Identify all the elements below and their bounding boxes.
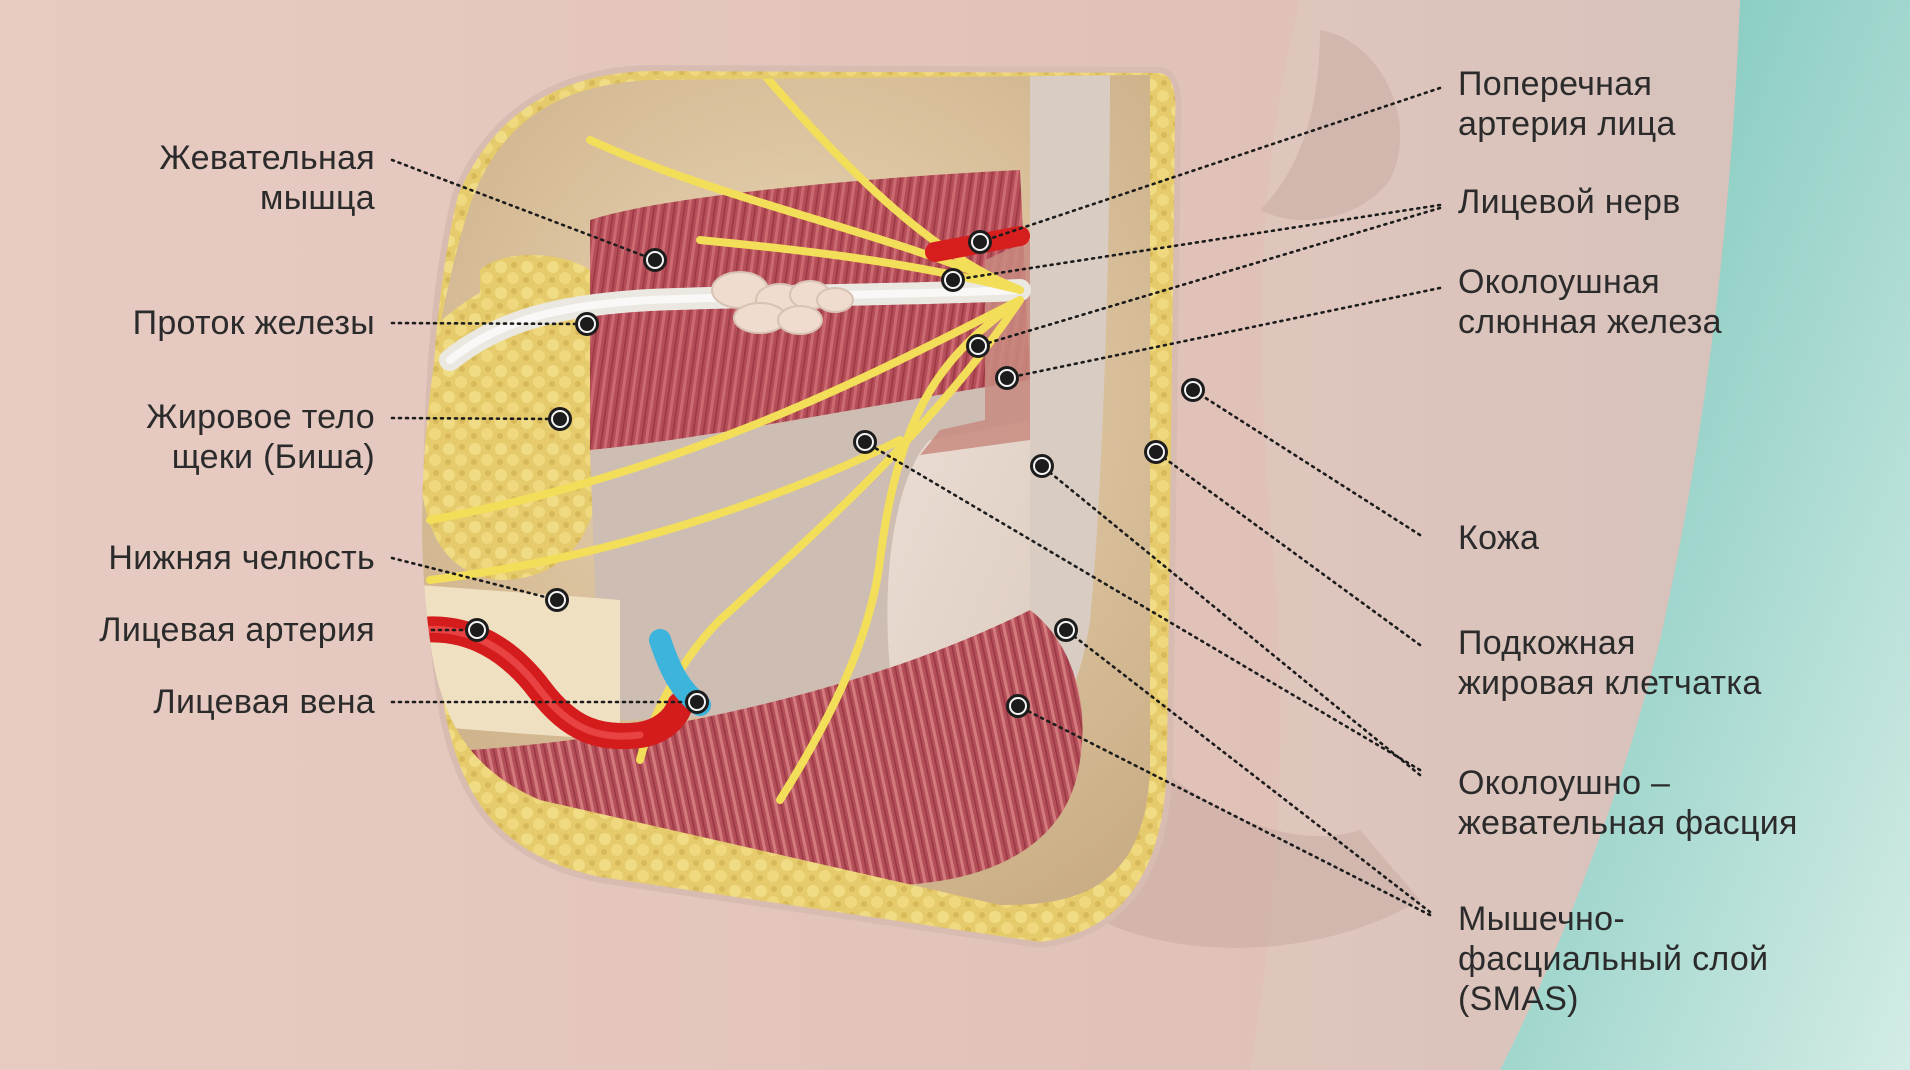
pointer-marker <box>575 312 599 336</box>
label-line: жировая клетчатка <box>1458 664 1762 702</box>
pointer-marker <box>685 690 709 714</box>
leader-line-fascia-1 <box>863 440 1422 772</box>
smas-muscle <box>470 610 1083 885</box>
leader-line-facial-nerve-2 <box>976 206 1442 348</box>
label-line: Проток железы <box>132 304 375 342</box>
label-parotid: Околоушная слюнная железа <box>1458 262 1722 342</box>
pointer-marker <box>968 230 992 254</box>
leader-line-subcutaneous <box>1154 450 1422 647</box>
ear-shape <box>1260 30 1401 220</box>
leader-line-skin <box>1191 388 1422 537</box>
label-masseter: Жевательная мышца <box>159 138 375 218</box>
pointer-marker <box>853 430 877 454</box>
pointer-marker <box>1054 618 1078 642</box>
leader-line-mandible <box>390 556 559 602</box>
label-line: фасциальный слой <box>1458 940 1769 978</box>
leader-line-duct <box>390 321 589 326</box>
leader-line-masseter <box>390 158 657 262</box>
pointer-marker <box>1030 454 1054 478</box>
label-bichat: Жировое тело щеки (Биша) <box>146 397 375 477</box>
label-subcutaneous: Подкожная жировая клетчатка <box>1458 623 1762 703</box>
pointer-marker <box>941 268 965 292</box>
pointer-marker <box>643 248 667 272</box>
label-line: Лицевая артерия <box>99 611 375 649</box>
label-facial-vein: Лицевая вена <box>153 682 375 722</box>
label-skin: Кожа <box>1458 518 1539 558</box>
pointer-marker <box>545 588 569 612</box>
neck-shape <box>1250 0 1740 1070</box>
label-line: Жевательная <box>159 139 375 177</box>
label-fascia: Околоушно – жевательная фасция <box>1458 763 1798 843</box>
label-line: слюнная железа <box>1458 303 1722 341</box>
label-line: мышца <box>260 179 375 217</box>
jaw-shadow <box>1100 760 1420 948</box>
teal-background <box>1500 0 1910 1070</box>
leader-line-smas-1 <box>1064 628 1432 914</box>
facial-artery-highlight <box>422 625 644 740</box>
pointer-marker <box>548 407 572 431</box>
label-transverse-artery: Поперечная артерия лица <box>1458 64 1676 144</box>
label-duct: Проток железы <box>133 303 375 343</box>
label-smas: Мышечно- фасциальный слой (SMAS) <box>1458 899 1768 1019</box>
label-line: Поперечная <box>1458 65 1653 103</box>
label-line: артерия лица <box>1458 105 1676 143</box>
leader-lines <box>390 86 1442 917</box>
label-line: Лицевая вена <box>153 683 375 721</box>
leader-line-bichat <box>390 416 562 421</box>
pointer-marker <box>995 366 1019 390</box>
facial-nerve-branches <box>426 75 1024 804</box>
label-line: Мышечно- <box>1458 900 1625 938</box>
leader-line-facial-nerve-1 <box>951 203 1442 282</box>
label-line: жевательная фасция <box>1458 804 1798 842</box>
label-line: Подкожная <box>1458 624 1636 662</box>
label-line: (SMAS) <box>1458 980 1579 1018</box>
pointer-marker <box>465 618 489 642</box>
label-line: Околоушно – <box>1458 764 1671 802</box>
leader-line-fascia-2 <box>1040 464 1422 777</box>
parotid-duct-highlight <box>446 286 1024 364</box>
label-facial-nerve: Лицевой нерв <box>1458 182 1681 222</box>
pointer-marker <box>1006 694 1030 718</box>
pointer-markers <box>465 230 1205 718</box>
pointer-marker <box>1144 440 1168 464</box>
label-line: Жировое тело <box>146 398 375 436</box>
accessory-gland-lobules <box>711 271 854 335</box>
label-line: щеки (Биша) <box>171 438 375 476</box>
label-line: Лицевой нерв <box>1458 183 1681 221</box>
leader-line-smas-2 <box>1016 704 1432 917</box>
deep-fascia-wall <box>1030 75 1110 740</box>
pointer-marker <box>966 334 990 358</box>
label-line: Околоушная <box>1458 263 1660 301</box>
label-mandible: Нижняя челюсть <box>108 538 375 578</box>
label-facial-artery: Лицевая артерия <box>99 610 375 650</box>
label-line: Нижняя челюсть <box>108 539 375 577</box>
pointer-marker <box>1181 378 1205 402</box>
label-line: Кожа <box>1458 519 1540 557</box>
